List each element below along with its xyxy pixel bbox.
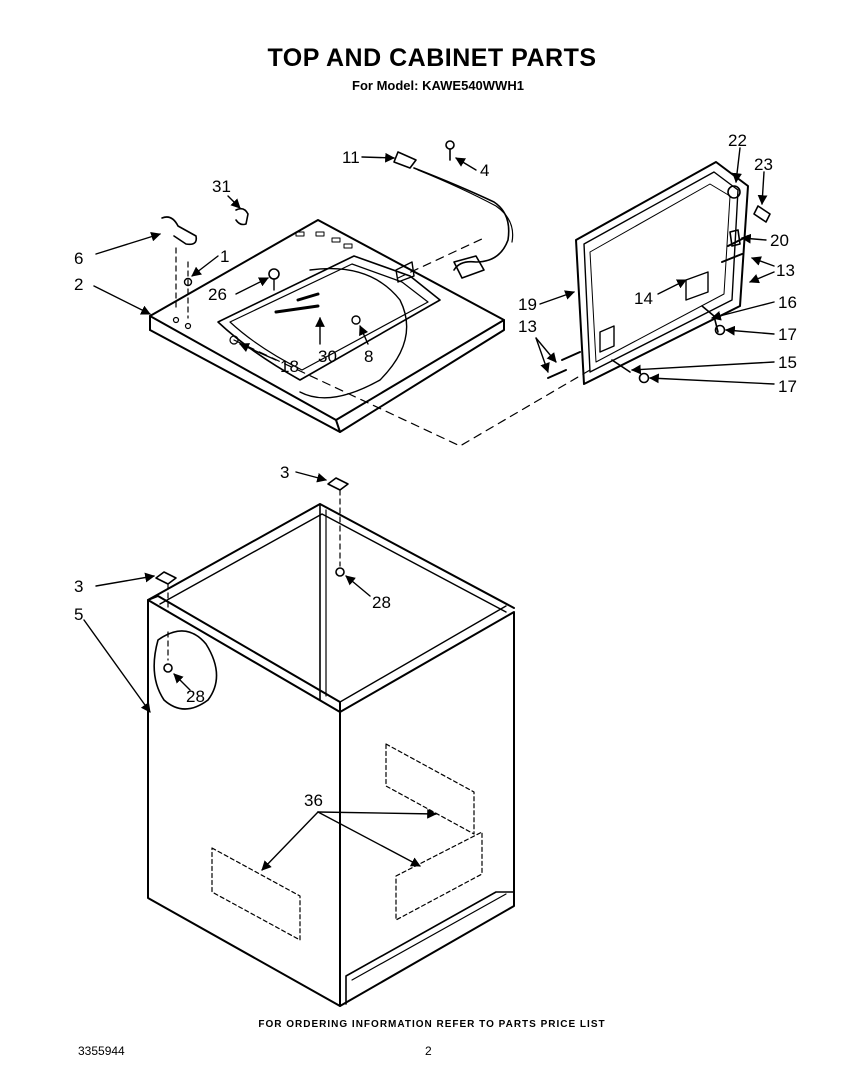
callout-36: 36 [304, 791, 323, 810]
callout-8: 8 [364, 347, 373, 366]
callout-1: 1 [220, 247, 229, 266]
callout-2: 2 [74, 275, 83, 294]
callout-19: 19 [518, 295, 537, 314]
callout-13-lower: 13 [518, 317, 537, 336]
callout-20: 20 [770, 231, 789, 250]
washer-cabinet [147, 503, 515, 1007]
callout-15: 15 [778, 353, 797, 372]
callout-6: 6 [74, 249, 83, 268]
callout-17-lower: 17 [778, 377, 797, 396]
clip-31 [235, 207, 249, 226]
callout-13-upper: 13 [776, 261, 795, 280]
wire-harness [393, 151, 514, 279]
screw-4 [445, 140, 455, 161]
washer-top-panel [149, 219, 505, 433]
callout-31: 31 [212, 177, 231, 196]
callout-16: 16 [778, 293, 797, 312]
washer-lid [575, 161, 749, 385]
page-title: TOP AND CABINET PARTS [267, 44, 597, 72]
grommet-22 [727, 185, 741, 199]
callout-22: 22 [728, 131, 747, 150]
callout-28-lower: 28 [186, 687, 205, 706]
callout-5: 5 [74, 605, 83, 624]
callout-23: 23 [754, 155, 773, 174]
page-number: 2 [425, 1044, 432, 1058]
lid-hinge-part [274, 304, 320, 314]
callout-3-upper: 3 [280, 463, 289, 482]
spring-clip-6 [161, 216, 198, 246]
callout-4: 4 [480, 161, 489, 180]
callout-11: 11 [342, 148, 360, 167]
callout-3-lower: 3 [74, 577, 83, 596]
callout-17-upper: 17 [778, 325, 797, 344]
ordering-note: FOR ORDERING INFORMATION REFER TO PARTS … [258, 1019, 606, 1030]
nut-26 [268, 268, 280, 280]
callout-14: 14 [634, 289, 653, 308]
callout-26: 26 [208, 285, 227, 304]
document-number: 3355944 [78, 1044, 125, 1058]
model-subtitle: For Model: KAWE540WWH1 [352, 78, 524, 93]
callout-30: 30 [318, 347, 337, 366]
callout-18: 18 [280, 357, 299, 376]
callout-28-upper: 28 [372, 593, 391, 612]
bumper-23 [753, 205, 771, 223]
clip-20 [729, 229, 741, 247]
